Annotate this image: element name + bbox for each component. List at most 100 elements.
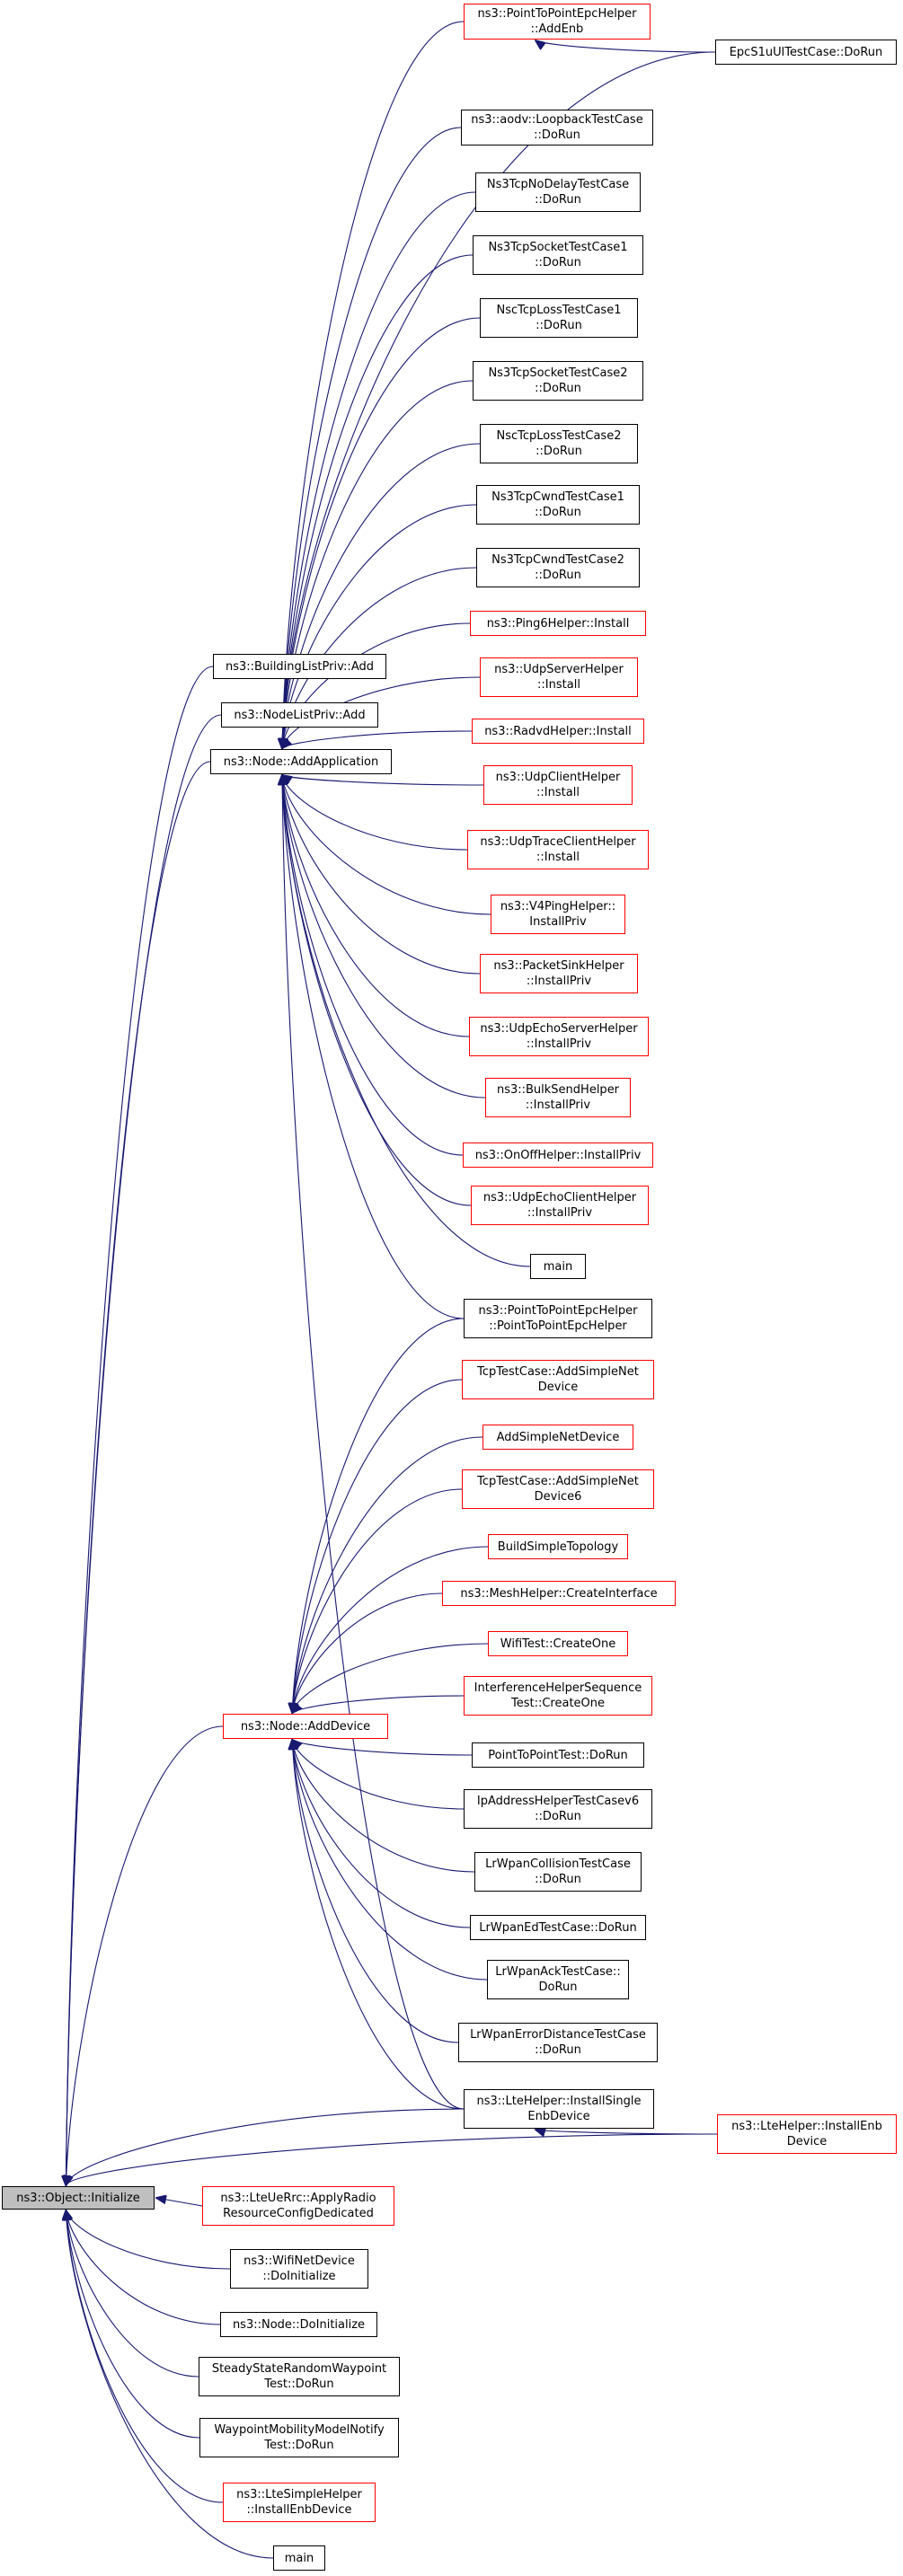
node-label: LrWpanErrorDistanceTestCase (470, 2028, 646, 2042)
node-label: ::InstallEnbDevice (246, 2503, 352, 2517)
node-label: ns3::Ping6Helper::Install (486, 616, 630, 631)
edge-epcs1u-to-addapp (282, 51, 716, 748)
edge-lrack-to-adddevice (292, 1740, 488, 1981)
node-addapp[interactable]: ns3::Node::AddApplication (210, 749, 392, 774)
node-label: ns3::UdpClientHelper (495, 771, 621, 784)
node-aodv[interactable]: ns3::aodv::LoopbackTestCase::DoRun (461, 110, 653, 146)
node-radvd[interactable]: ns3::RadvdHelper::Install (472, 719, 644, 744)
node-label: InterferenceHelperSequence (474, 1681, 642, 1695)
node-udptrace[interactable]: ns3::UdpTraceClientHelper::Install (467, 830, 649, 869)
edge-epcs1u-to-p2p_addenb (536, 40, 716, 53)
node-label: ::DoRun (535, 506, 581, 519)
node-label: ::DoRun (536, 319, 582, 332)
node-label: ns3::Object::Initialize (16, 2191, 140, 2205)
edge-lrcoll-to-adddevice (292, 1740, 475, 1873)
node-label: ::Install (536, 851, 580, 864)
node-label: ns3::PointToPointEpcHelper (477, 7, 637, 21)
node-adddevice[interactable]: ns3::Node::AddDevice (223, 1714, 388, 1739)
edge-main2-to-root (66, 2210, 274, 2559)
node-bldlist[interactable]: ns3::BuildingListPriv::Add (213, 654, 386, 679)
node-root: ns3::Object::Initialize (2, 2186, 155, 2210)
node-label: ::DoRun (535, 256, 581, 269)
node-label: Device (786, 2135, 828, 2148)
edge-sock2-to-addapp (282, 380, 474, 748)
node-udpclient[interactable]: ns3::UdpClientHelper::Install (483, 765, 633, 805)
node-lred[interactable]: LrWpanEdTestCase::DoRun (470, 1915, 646, 1940)
node-label: ns3::UdpServerHelper (494, 663, 624, 676)
node-label: ::DoRun (536, 445, 582, 458)
node-label: ::InstallPriv (525, 1098, 591, 1112)
node-ipv6[interactable]: IpAddressHelperTestCasev6::DoRun (464, 1789, 652, 1829)
edge-udptrace-to-addapp (282, 775, 468, 851)
node-nodelay[interactable]: Ns3TcpNoDelayTestCase::DoRun (475, 172, 641, 212)
node-label: WifiTest::CreateOne (500, 1636, 616, 1651)
edge-bulksend-to-addapp (282, 775, 486, 1098)
node-lrerr[interactable]: LrWpanErrorDistanceTestCase::DoRun (458, 2023, 658, 2062)
node-label: IpAddressHelperTestCasev6 (476, 1795, 640, 1808)
node-ping6[interactable]: ns3::Ping6Helper::Install (470, 611, 646, 636)
node-nodelist[interactable]: ns3::NodeListPriv::Add (221, 702, 378, 728)
node-addsimple[interactable]: AddSimpleNetDevice (482, 1425, 633, 1450)
node-cwnd2[interactable]: Ns3TcpCwndTestCase2::DoRun (476, 548, 640, 587)
node-sock2[interactable]: Ns3TcpSocketTestCase2::DoRun (473, 361, 643, 401)
edge-interf-to-adddevice (292, 1695, 465, 1713)
node-label: ns3::BulkSendHelper (496, 1083, 620, 1097)
node-label: EpcS1uUlTestCase::DoRun (729, 45, 883, 59)
edge-buildsimple-to-adddevice (292, 1546, 489, 1713)
node-wifitest[interactable]: WifiTest::CreateOne (488, 1631, 628, 1656)
node-buildsimple[interactable]: BuildSimpleTopology (488, 1534, 628, 1559)
node-lrcoll[interactable]: LrWpanCollisionTestCase::DoRun (474, 1852, 642, 1892)
node-udpechoclient[interactable]: ns3::UdpEchoClientHelper::InstallPriv (471, 1186, 649, 1225)
node-bulksend[interactable]: ns3::BulkSendHelper::InstallPriv (485, 1078, 631, 1117)
node-nscloss2[interactable]: NscTcpLossTestCase2::DoRun (480, 424, 638, 463)
edge-ltesingle-to-addapp (282, 775, 465, 2110)
node-main1[interactable]: main (530, 1254, 586, 1279)
node-label: ::Install (537, 678, 580, 692)
node-label: ::InstallPriv (527, 1206, 593, 1220)
node-udpserver[interactable]: ns3::UdpServerHelper::Install (480, 657, 638, 697)
edge-wifitest-to-adddevice (292, 1643, 489, 1713)
node-label: Device (537, 1381, 579, 1394)
node-v4ping[interactable]: ns3::V4PingHelper::InstallPriv (491, 895, 625, 934)
node-sock1[interactable]: Ns3TcpSocketTestCase1::DoRun (473, 235, 643, 275)
node-label: ::DoRun (535, 1810, 581, 1823)
node-label: ns3::V4PingHelper:: (500, 900, 616, 913)
node-epcs1u[interactable]: EpcS1uUlTestCase::DoRun (715, 40, 897, 65)
node-mesh[interactable]: ns3::MeshHelper::CreateInterface (442, 1581, 676, 1606)
node-label: ns3::Node::AddDevice (240, 1719, 371, 1734)
node-main2[interactable]: main (273, 2545, 325, 2571)
node-label: ns3::aodv::LoopbackTestCase (471, 113, 643, 127)
node-label: ::DoRun (535, 1873, 581, 1886)
node-packetsink[interactable]: ns3::PacketSinkHelper::InstallPriv (480, 954, 638, 993)
node-p2p_addenb[interactable]: ns3::PointToPointEpcHelper::AddEnb (464, 4, 651, 40)
node-label: ::DoInitialize (262, 2270, 336, 2283)
node-p2pctor[interactable]: ns3::PointToPointEpcHelper::PointToPoint… (464, 1299, 652, 1338)
node-label: ns3::RadvdHelper::Install (484, 724, 632, 738)
node-label: ::Install (536, 786, 580, 799)
node-ltesimple[interactable]: ns3::LteSimpleHelper::InstallEnbDevice (223, 2483, 376, 2522)
edge-bldlist-to-root (66, 666, 214, 2185)
node-wifinet[interactable]: ns3::WifiNetDevice::DoInitialize (230, 2249, 368, 2289)
node-label: ns3::LteSimpleHelper (236, 2488, 362, 2501)
node-label: Test::DoRun (264, 2378, 334, 2391)
node-nodeinit[interactable]: ns3::Node::DoInitialize (220, 2312, 377, 2337)
node-lrack[interactable]: LrWpanAckTestCase::DoRun (487, 1960, 629, 1999)
node-p2ptest[interactable]: PointToPointTest::DoRun (472, 1742, 644, 1768)
node-udpechoserver[interactable]: ns3::UdpEchoServerHelper::InstallPriv (469, 1017, 649, 1056)
node-label: WaypointMobilityModelNotify (214, 2423, 385, 2437)
node-onoff[interactable]: ns3::OnOffHelper::InstallPriv (463, 1142, 653, 1168)
node-label: EnbDevice (527, 2110, 590, 2123)
edge-udpclient-to-addapp (282, 775, 484, 786)
edge-lred-to-adddevice (292, 1740, 471, 1928)
node-cwnd1[interactable]: Ns3TcpCwndTestCase1::DoRun (476, 485, 640, 525)
node-nscloss1[interactable]: NscTcpLossTestCase1::DoRun (480, 298, 638, 338)
edge-steady-to-root (66, 2210, 199, 2378)
